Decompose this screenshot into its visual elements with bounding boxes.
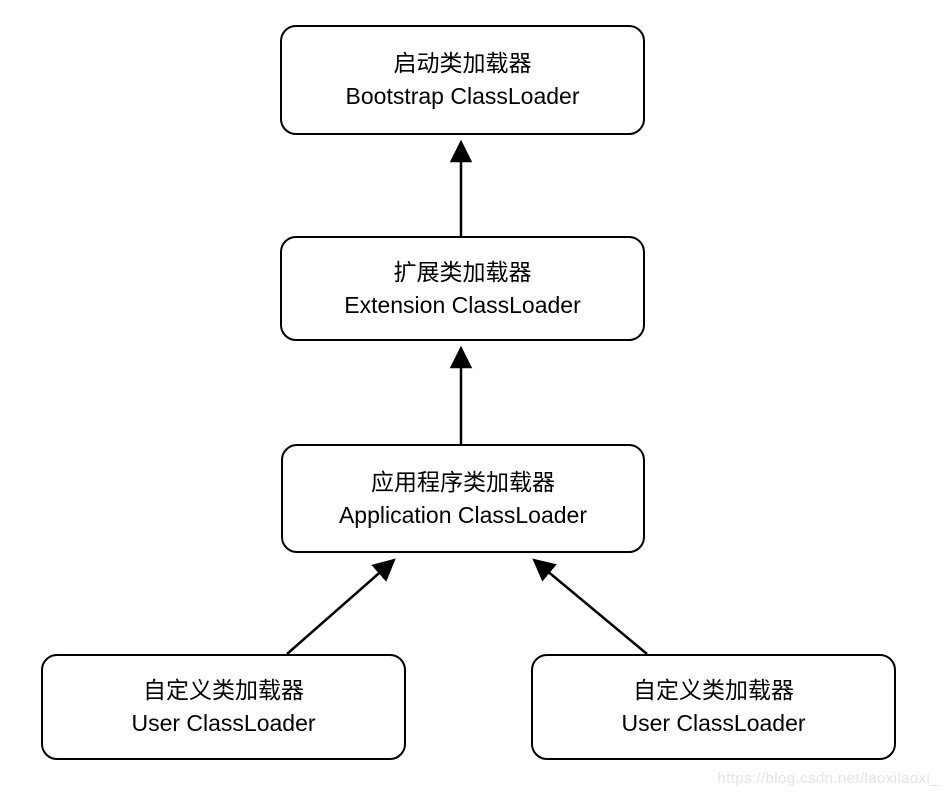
arrow-user-right-to-application: [532, 558, 648, 655]
arrow-user-left-to-application: [286, 558, 396, 655]
user-right-label-zh: 自定义类加载器: [633, 677, 794, 703]
user-left-label-en: User ClassLoader: [131, 710, 316, 736]
csdn-watermark: https://blog.csdn.net/laoxilaoxi_: [717, 770, 939, 787]
user-right-label-en: User ClassLoader: [621, 710, 806, 736]
node-extension-classloader: 扩展类加载器 Extension ClassLoader: [280, 236, 645, 341]
bootstrap-label-en: Bootstrap ClassLoader: [345, 83, 580, 109]
extension-label-zh: 扩展类加载器: [393, 258, 532, 285]
node-user-classloader-left: 自定义类加载器 User ClassLoader: [41, 654, 406, 760]
node-bootstrap-classloader: 启动类加载器 Bootstrap ClassLoader: [280, 25, 645, 135]
node-user-classloader-right: 自定义类加载器 User ClassLoader: [531, 654, 896, 760]
extension-label-en: Extension ClassLoader: [344, 291, 581, 318]
application-label-zh: 应用程序类加载器: [371, 468, 555, 495]
user-left-label-zh: 自定义类加载器: [143, 677, 304, 703]
bootstrap-label-zh: 启动类加载器: [393, 50, 532, 76]
node-application-classloader: 应用程序类加载器 Application ClassLoader: [281, 444, 645, 553]
application-label-en: Application ClassLoader: [338, 501, 588, 528]
